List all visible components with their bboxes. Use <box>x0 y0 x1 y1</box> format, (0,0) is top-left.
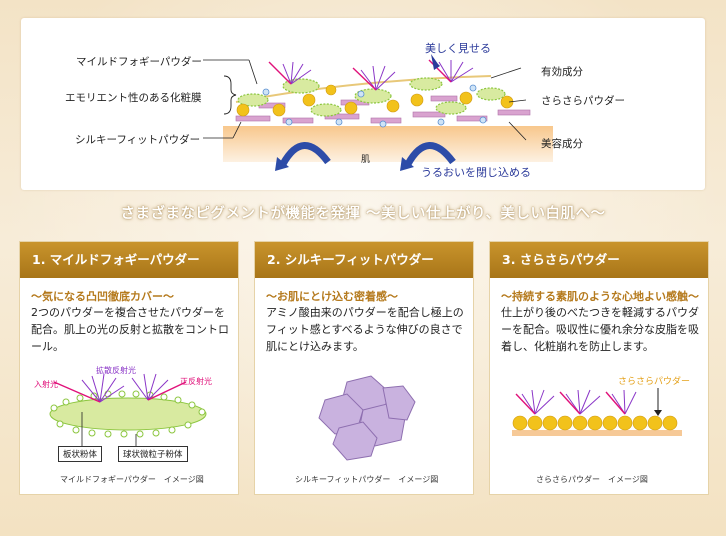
left-leader-lines <box>203 59 258 139</box>
label-emollient-film: エモリエント性のある化粧膜 <box>65 92 202 104</box>
feature-card-mild-foggy: 1. マイルドフォギーパウダー 〜気になる凸凹徹底カバー〜 2つのパウダーを複合… <box>19 241 239 495</box>
silky-fit-particles <box>235 95 531 124</box>
skin-layer <box>223 126 553 162</box>
mild-foggy-illustration <box>49 373 207 446</box>
feature-card-silky-fit: 2. シルキーフィットパウダー 〜お肌にとけ込む密着感〜 アミノ酸由来のパウダー… <box>254 241 474 495</box>
card-body: アミノ酸由来のパウダーを配合し極上のフィット感とすべるような伸びの良さで肌にとけ… <box>266 306 464 353</box>
card-subtitle: 〜持続する素肌のような心地よい感触〜 <box>501 290 699 303</box>
layer-brace <box>223 75 237 115</box>
card-subtitle: 〜お肌にとけ込む密着感〜 <box>266 290 398 303</box>
light-rays <box>282 60 474 91</box>
diffuse-rays <box>81 373 169 403</box>
label-skin: 肌 <box>361 155 371 165</box>
label-beautiful-look: 美しく見せる <box>425 42 491 55</box>
hexagon-particles <box>318 375 416 461</box>
sarasara-balls <box>512 415 678 431</box>
layer-diagram <box>203 54 553 171</box>
moisture-arrow-left <box>279 142 331 166</box>
label-specular: 正反射光 <box>180 377 212 386</box>
headline: さまざまなピグメントが機能を発揮 〜美しい仕上がり、美しい白肌へ〜 <box>120 206 606 222</box>
label-silky-fit: シルキーフィットパウダー <box>75 134 201 146</box>
plate-powder <box>49 397 207 431</box>
sarasara-incident <box>515 391 626 415</box>
box-label-sphere: 球状微粒子粉体 <box>118 446 188 462</box>
label-beauty-ingredient: 美容成分 <box>541 138 583 150</box>
box-label-plate: 板状粉体 <box>58 446 103 462</box>
card-body: 仕上がり後のべたつきを軽減するパウダーを配合。吸収性に優れ余分な皮脂を吸着し、化… <box>501 306 699 353</box>
label-sarasara: さらさらパウダー <box>541 95 625 107</box>
feature-card-sarasara: 3. さらさらパウダー 〜持続する素肌のような心地よい感触〜 仕上がり後のべたつ… <box>489 241 709 495</box>
right-leader-lines <box>490 67 527 141</box>
incident-and-specular-rays <box>53 381 187 403</box>
sarasara-particles <box>236 84 514 117</box>
label-sarasara-powder: さらさらパウダー <box>618 377 691 387</box>
sarasara-pointer-head <box>654 410 662 416</box>
mild-foggy-particles <box>237 77 506 117</box>
card-title: 1. マイルドフォギーパウダー <box>20 242 238 278</box>
label-incident: 入射光 <box>34 380 58 389</box>
label-mild-foggy: マイルドフォギーパウダー <box>76 56 202 68</box>
moisture-arrowhead-right <box>400 157 414 171</box>
sphere-particles <box>50 390 206 438</box>
label-active-ingredient: 有効成分 <box>541 66 583 78</box>
active-ingredient-particles <box>262 84 487 128</box>
caption: マイルドフォギーパウダー イメージ図 <box>60 475 204 484</box>
card-title: 2. シルキーフィットパウダー <box>255 242 473 278</box>
incident-rays <box>268 59 452 91</box>
moisture-arrowhead-left <box>275 157 289 171</box>
caption: シルキーフィットパウダー イメージ図 <box>295 475 439 484</box>
card-title: 3. さらさらパウダー <box>490 242 708 278</box>
moisture-arrow-right <box>404 142 456 166</box>
top-pointer <box>431 54 440 70</box>
layer-diagram-panel: マイルドフォギーパウダー エモリエント性のある化粧膜 シルキーフィットパウダー … <box>21 18 705 190</box>
sarasara-rays <box>521 389 637 415</box>
silky-fit-illustration <box>318 375 416 461</box>
card-subtitle: 〜気になる凸凹徹底カバー〜 <box>31 290 174 303</box>
label-moisture: うるおいを閉じ込める <box>421 166 531 179</box>
sarasara-illustration <box>512 388 682 436</box>
skin-strip <box>512 430 682 436</box>
card-body: 2つのパウダーを複合させたパウダーを配合。肌上の光の反射と拡散をコントロール。 <box>31 306 229 353</box>
label-diffuse: 拡散反射光 <box>96 366 136 375</box>
caption: さらさらパウダー イメージ図 <box>536 475 648 484</box>
